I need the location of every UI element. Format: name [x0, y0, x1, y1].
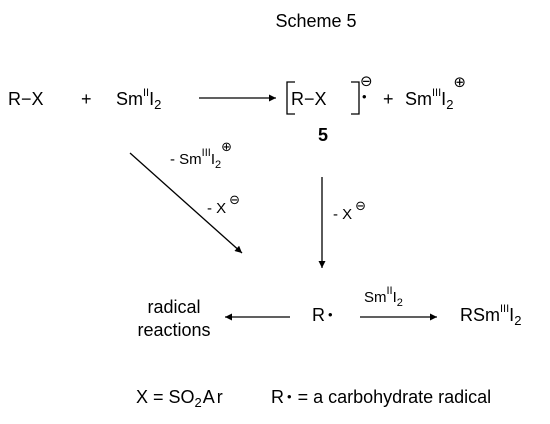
bracket-right	[351, 81, 360, 115]
right-arrow-label-subscript: 2	[397, 297, 403, 309]
legend-r-dot: •	[287, 389, 292, 404]
reagent-subscript: 2	[154, 97, 161, 112]
product-subscript: 2	[514, 313, 521, 328]
product-rsm: RSm	[460, 305, 500, 325]
diagonal-label-x-text: - X	[207, 200, 226, 217]
right-arrow-label: SmIII2	[364, 285, 403, 309]
compound-number: 5	[318, 125, 328, 145]
cation-charge: ⊕	[453, 74, 466, 91]
right-arrow-label-ox: II	[387, 285, 393, 297]
right-arrow-label-sm: Sm	[364, 289, 387, 306]
bracket-left	[286, 81, 295, 115]
legend-x-aryl: Ar	[203, 387, 225, 407]
product-iodine: I	[509, 305, 514, 325]
samarium-cation: SmIIII2⊕	[405, 74, 466, 112]
cation-sm: Sm	[405, 89, 432, 109]
radical-anion-charge: ⊖	[360, 73, 373, 90]
vertical-label-x: - X⊖	[333, 198, 366, 223]
plus-sign-2: +	[383, 89, 394, 109]
reagent-oxidation-state: II	[143, 87, 149, 99]
radical-r: R	[312, 305, 325, 325]
diagonal-label-charge: ⊕	[221, 139, 232, 154]
legend-r-definition: R• = a carbohydrate radical	[271, 387, 491, 407]
reactant-rx: R−X	[8, 89, 44, 109]
legend-r-rest: = a carbohydrate radical	[298, 387, 492, 407]
plus-sign-1: +	[81, 89, 92, 109]
radical-reactions-line2: reactions	[137, 320, 210, 340]
legend-x-definition: X = SO2Ar	[136, 387, 225, 410]
right-arrow-label-iodine: I	[393, 289, 397, 306]
diagonal-label-x-charge: ⊖	[229, 192, 240, 207]
scheme-title: Scheme 5	[275, 11, 356, 31]
reagent-iodine: I	[149, 89, 154, 109]
radical-dot: •	[328, 307, 333, 322]
vertical-label-x-text: - X	[333, 206, 352, 223]
product-rsmi2: RSmIIII2	[460, 303, 521, 328]
vertical-label-x-charge: ⊖	[355, 198, 366, 213]
cation-subscript: 2	[446, 97, 453, 112]
cation-oxidation-state: III	[432, 87, 441, 99]
diagonal-label-ox: III	[202, 147, 211, 159]
product-oxidation-state: III	[500, 303, 509, 315]
diagonal-label-iodine: I	[211, 151, 215, 168]
radical-anion-rx: R−X	[291, 89, 327, 109]
diagonal-label-smiii: - SmIIII2⊕	[170, 139, 232, 171]
legend-x-subscript: 2	[195, 395, 202, 410]
diagonal-label-sm: - Sm	[170, 151, 202, 168]
radical-reactions-line1: radical	[147, 297, 200, 317]
legend-r-text: R	[271, 387, 284, 407]
diagonal-label-x: - X⊖	[207, 192, 240, 217]
arrow-diagonal	[129, 152, 243, 254]
legend-x-text: X = SO	[136, 387, 195, 407]
cation-iodine: I	[441, 89, 446, 109]
radical-anion-dot: •	[362, 89, 367, 104]
diagonal-label-subscript: 2	[215, 159, 221, 171]
reagent-smi2: SmIII2	[116, 87, 161, 112]
reagent-sm: Sm	[116, 89, 143, 109]
